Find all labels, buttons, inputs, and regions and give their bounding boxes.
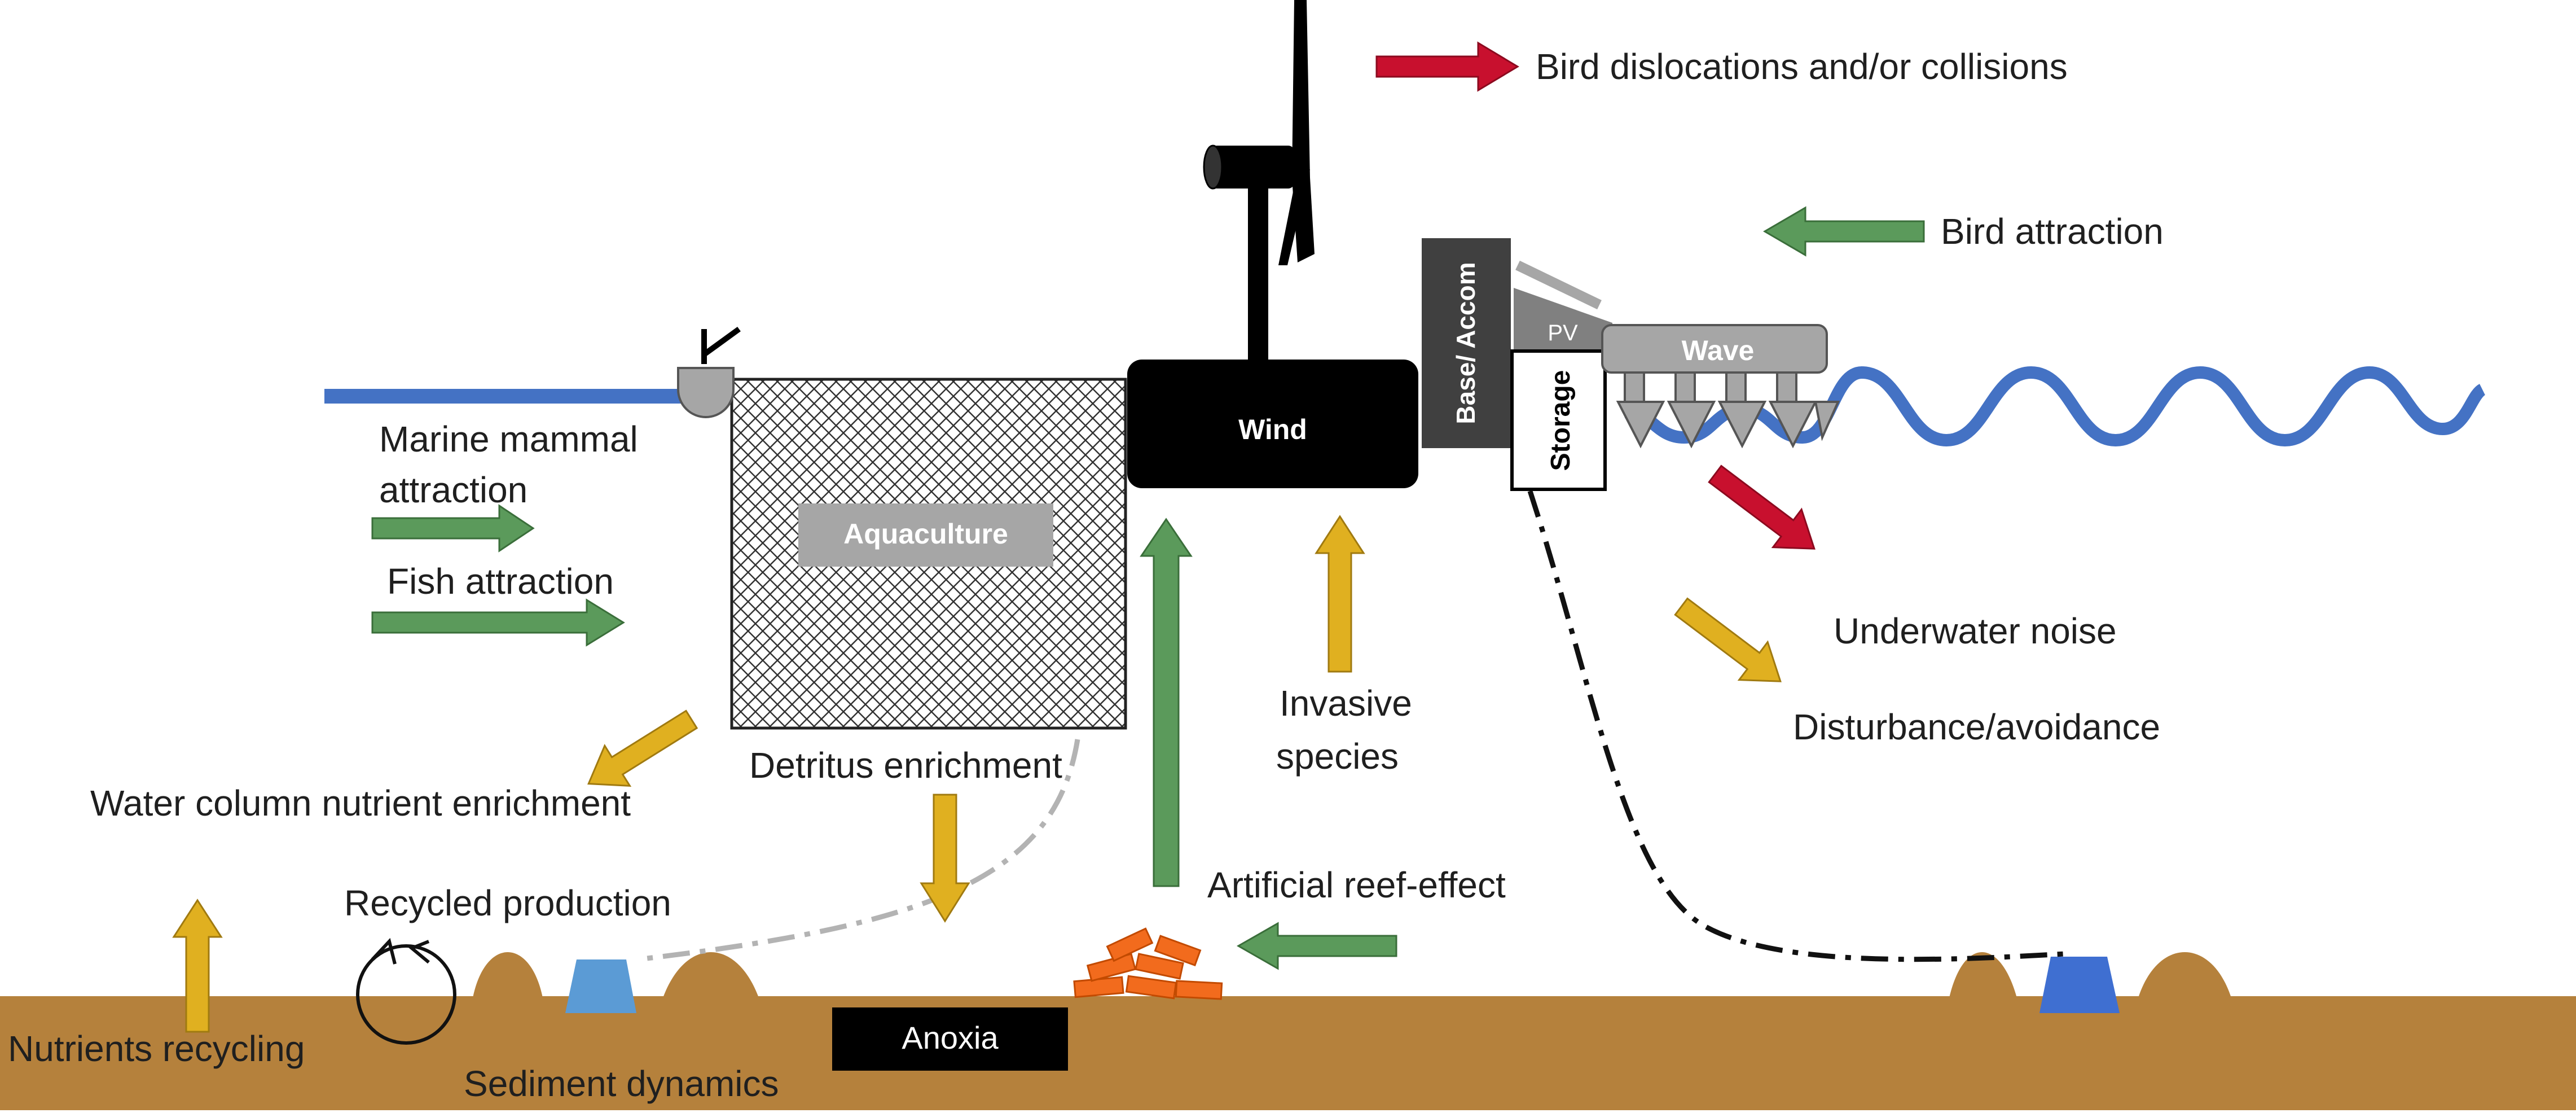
wave-device: Wave (1601, 324, 1840, 449)
invasive-species-label-line1: Invasive (1280, 683, 1412, 724)
sea-surface-waves (1624, 366, 2486, 447)
pv-label: PV (1548, 321, 1578, 345)
disturbance-arrow (1674, 597, 1782, 682)
anoxia-label: Anoxia (902, 1020, 999, 1055)
bird-attraction-arrow (1763, 206, 1925, 257)
storage-block: Storage (1510, 349, 1607, 491)
wind-platform (1127, 360, 1418, 488)
seabed (0, 952, 2576, 1110)
turbine-blade (1278, 169, 1310, 265)
turbine-blade (1292, 0, 1310, 178)
anchor-block-right (2039, 957, 2120, 1013)
sediment-mound (2138, 952, 2231, 998)
sediment-mound (663, 952, 759, 998)
sediment-mound (1949, 952, 2017, 998)
wave-floats (1616, 371, 1840, 449)
water-column-arrow (587, 709, 698, 787)
artificial-reef-side-arrow (1236, 922, 1397, 970)
bird-dislocations-label: Bird dislocations and/or collisions (1536, 46, 2068, 87)
fish-attraction-arrow (371, 598, 625, 647)
artificial-reef-label: Artificial reef-effect (1207, 865, 1506, 905)
turbine-nacelle (1210, 146, 1295, 189)
bird-attraction-label: Bird attraction (1941, 211, 2164, 252)
sediment-mound (473, 952, 543, 998)
base-accom-label: Base/ Accom (1451, 262, 1480, 424)
detritus-arrow (920, 794, 970, 923)
wind-label: Wind (1238, 414, 1307, 445)
wind-turbine: Wind (1127, 0, 1418, 488)
underwater-noise-label: Underwater noise (1834, 611, 2117, 651)
aquaculture-cage: Aquaculture (730, 378, 1127, 730)
nutrients-recycling-label: Nutrients recycling (8, 1028, 305, 1069)
nutrients-recycling-arrow (172, 899, 223, 1033)
turbine-tower (1248, 186, 1268, 364)
anchor-block-left (565, 959, 636, 1013)
recycling-circle-icon (356, 937, 456, 1045)
artificial-reef-blocks (1073, 927, 1223, 1000)
storage-label: Storage (1546, 370, 1576, 471)
marine-mammal-arrow (371, 504, 535, 553)
invasive-species-label-line2: species (1276, 736, 1399, 777)
recycled-production-label: Recycled production (344, 883, 671, 923)
aquaculture-label: Aquaculture (843, 518, 1008, 550)
pv-panel: PV (1514, 260, 1612, 353)
buoy (677, 326, 741, 418)
wave-label: Wave (1682, 335, 1755, 366)
cable-line-right (1527, 490, 2065, 962)
marine-mammal-label-line2: attraction (379, 470, 527, 510)
disturbance-label: Disturbance/avoidance (1793, 707, 2160, 747)
invasive-species-arrow (1315, 515, 1365, 673)
fish-attraction-label: Fish attraction (387, 561, 614, 602)
bird-dislocation-arrow (1375, 41, 1519, 92)
water-column-label: Water column nutrient enrichment (90, 783, 631, 823)
artificial-reef-up-arrow (1140, 518, 1193, 887)
sediment-dynamics-label: Sediment dynamics (464, 1063, 779, 1104)
marine-mammal-label-line1: Marine mammal (379, 419, 638, 459)
underwater-noise-arrow (1708, 465, 1815, 550)
anoxia-box: Anoxia (832, 1007, 1068, 1071)
base-accom-block: Base/ Accom (1422, 238, 1511, 448)
detritus-label: Detritus enrichment (749, 745, 1062, 786)
